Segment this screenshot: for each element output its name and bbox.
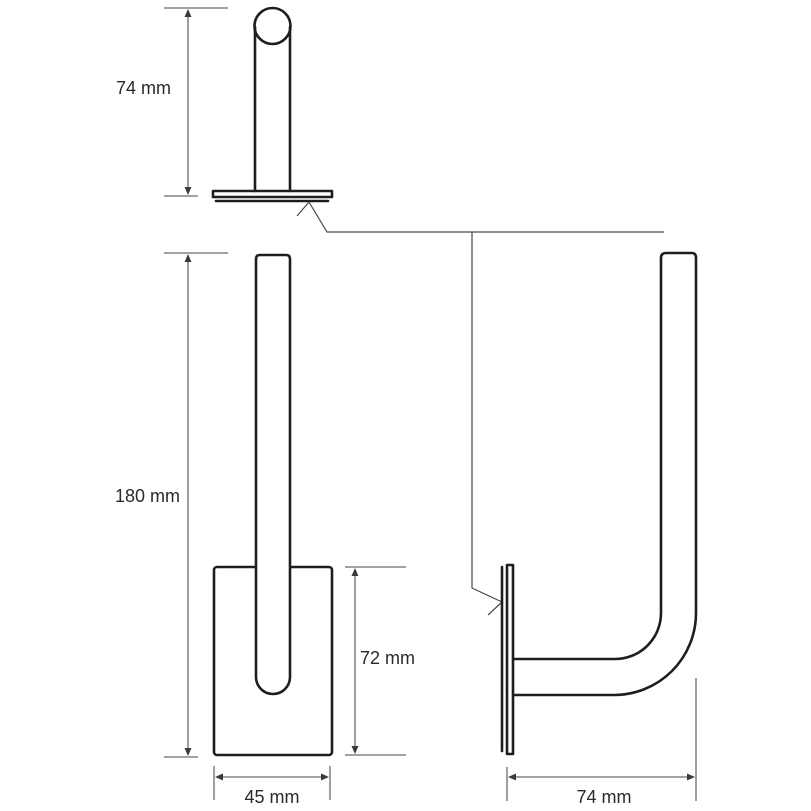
label-plate-width: 45 mm	[244, 787, 299, 807]
arrow-up-icon	[184, 254, 192, 262]
top-base-plate	[211, 189, 334, 199]
label-plate-height: 72 mm	[360, 648, 415, 668]
arrow-down-icon	[184, 187, 192, 195]
label-top-height: 74 mm	[116, 78, 171, 98]
front-rod	[254, 253, 292, 696]
arrow-left-icon	[508, 773, 516, 781]
side-bent-rod	[511, 251, 698, 697]
arrow-right-icon	[321, 773, 329, 781]
leader-line-side	[471, 232, 504, 616]
top-view	[164, 6, 334, 203]
arrow-up-icon	[184, 9, 192, 17]
arrow-up-icon	[351, 568, 359, 576]
arrow-down-icon	[184, 748, 192, 756]
leader-line-top	[296, 200, 664, 233]
arrow-down-icon	[351, 746, 359, 754]
rod-end-circle	[253, 6, 292, 46]
label-total-height: 180 mm	[115, 486, 180, 506]
front-view	[164, 252, 406, 800]
label-depth: 74 mm	[576, 787, 631, 807]
arrow-right-icon	[687, 773, 695, 781]
side-view	[500, 251, 698, 801]
wall-leader	[296, 200, 664, 616]
arrow-left-icon	[215, 773, 223, 781]
